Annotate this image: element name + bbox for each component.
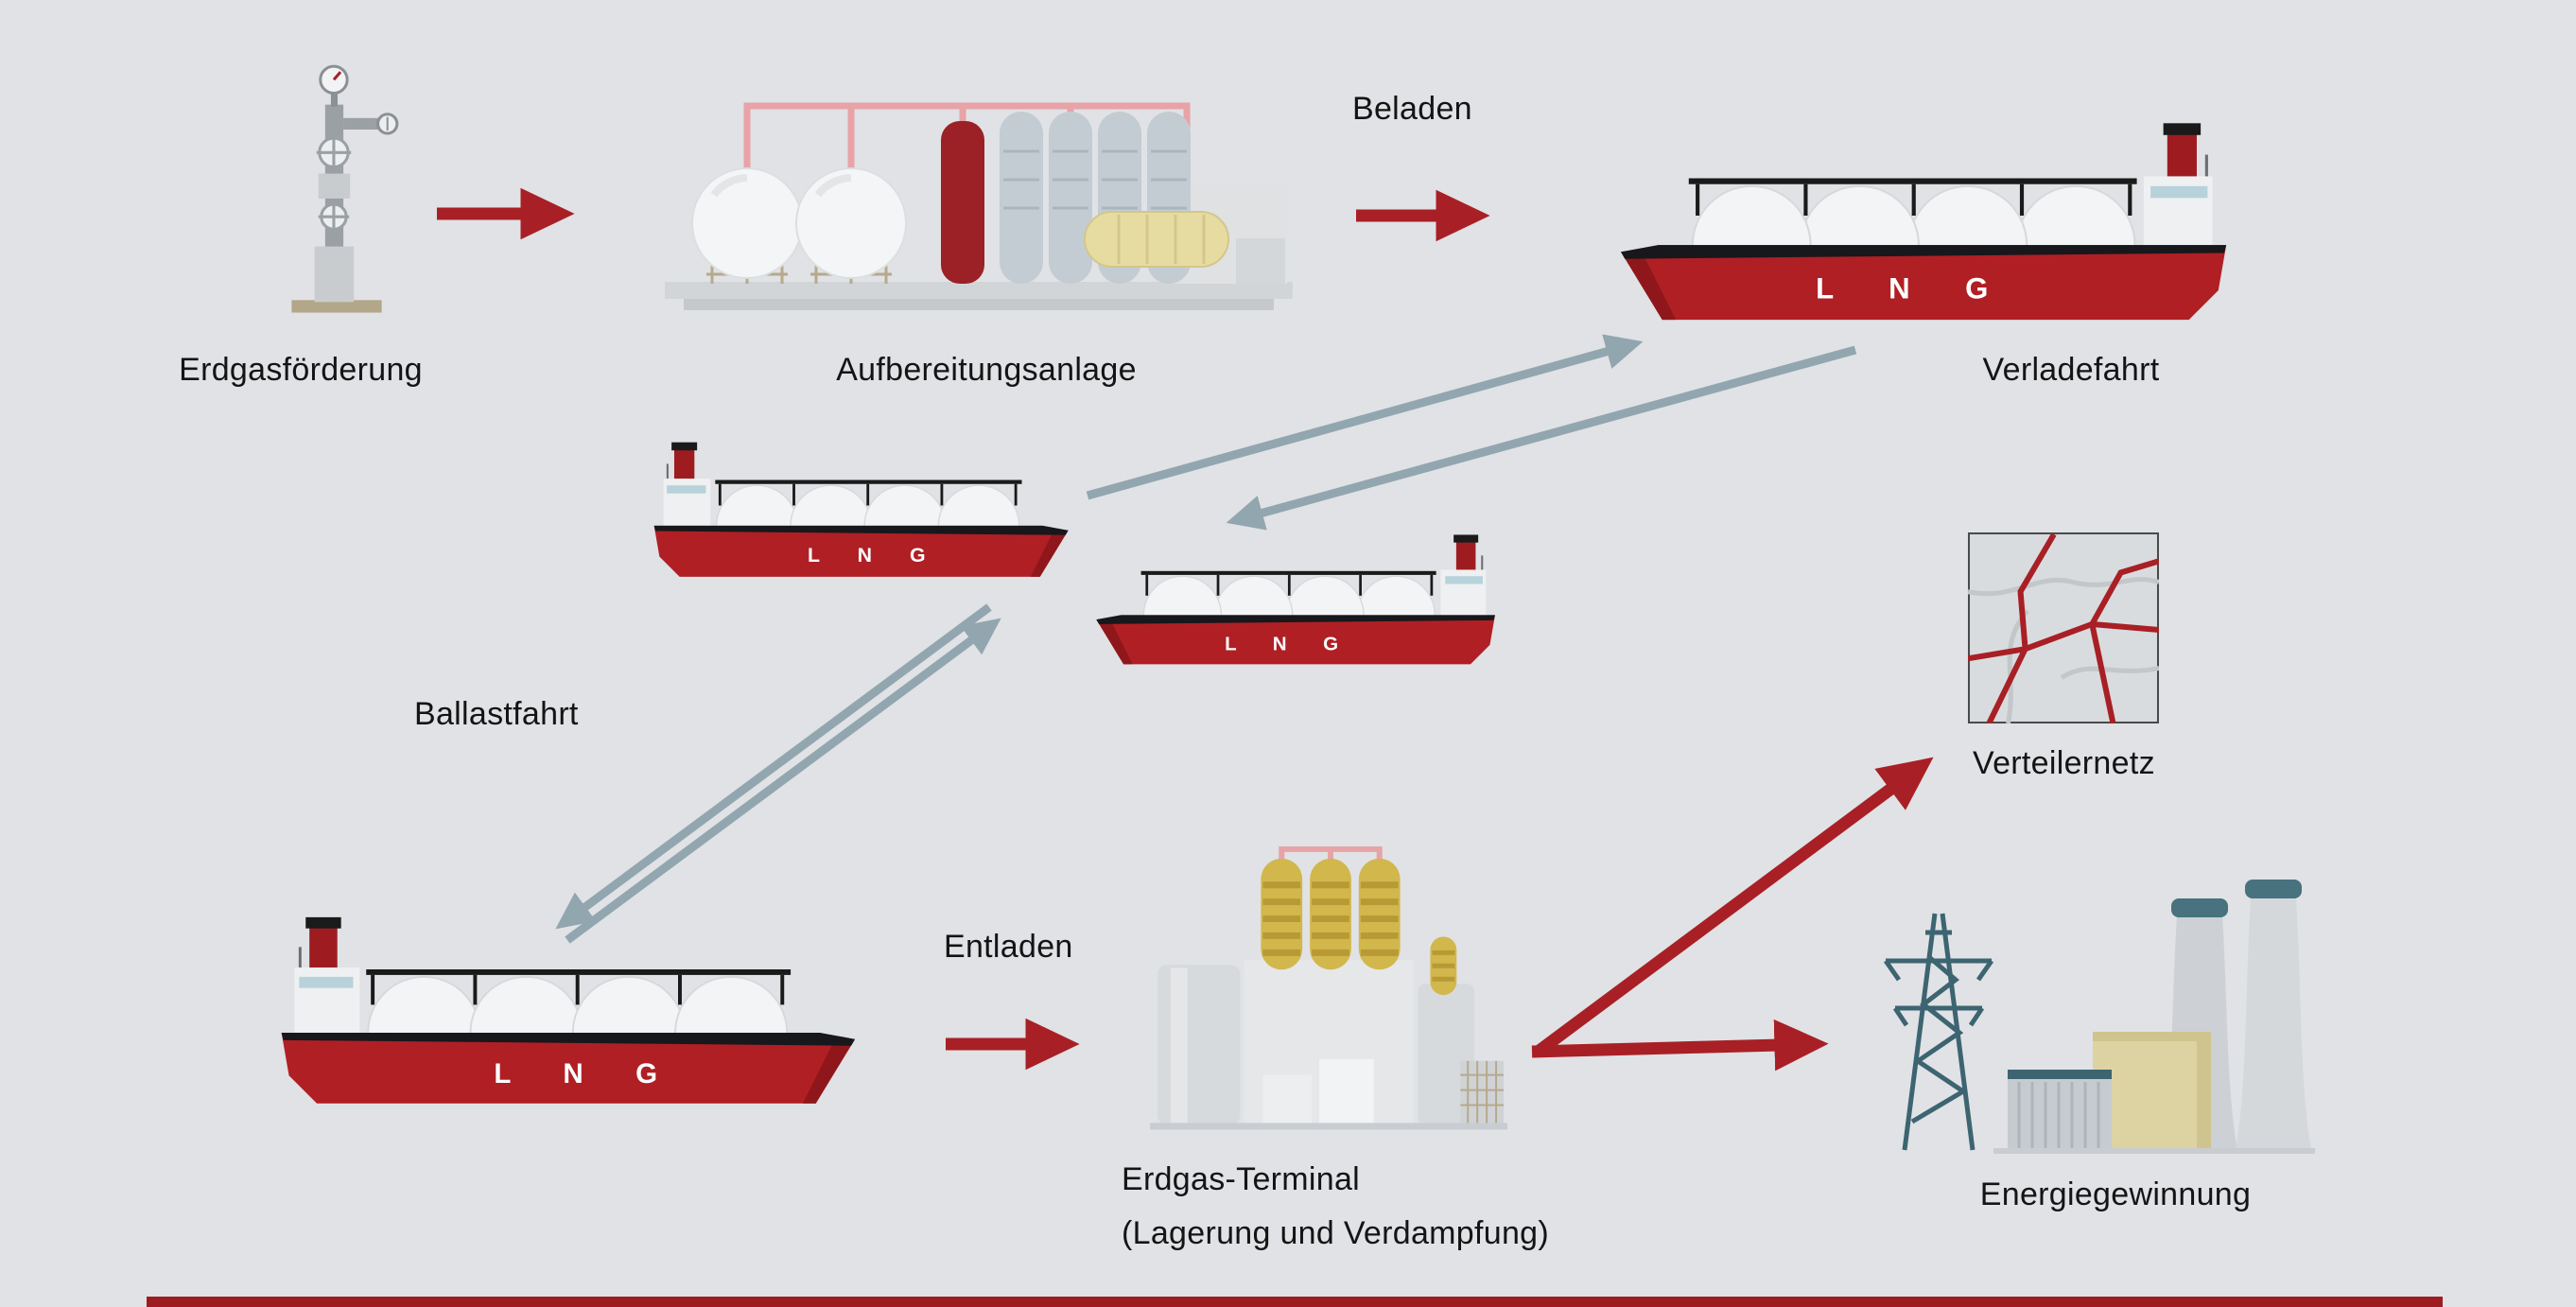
lng-ship-route-left-icon: L N G	[639, 437, 1070, 592]
arrow-terminal-to-energy	[1531, 1019, 1829, 1072]
ship-hull-text: L N G	[1816, 271, 2011, 305]
processing-plant-icon	[657, 72, 1300, 320]
label-loading: Beladen	[1352, 91, 1472, 127]
power-generation-icon	[1880, 866, 2320, 1159]
arrow-route-down-left	[1226, 345, 1857, 531]
arrow-terminal-to-distribution	[1533, 757, 1934, 1058]
label-ballast-voyage: Ballastfahrt	[414, 696, 579, 732]
ship-hull-text: L N G	[808, 544, 942, 566]
lng-ship-arrived-icon: L N G	[261, 910, 857, 1124]
label-terminal-line2: (Lagerung und Verdampfung)	[1122, 1215, 1550, 1251]
label-extraction: Erdgasförderung	[179, 352, 423, 388]
lng-terminal-icon	[1150, 838, 1507, 1153]
label-unloading: Entladen	[944, 929, 1073, 965]
label-terminal-line1: Erdgas-Terminal	[1122, 1161, 1361, 1197]
arrow-ballast-down-left	[555, 603, 992, 930]
label-loaded-voyage: Verladefahrt	[1982, 352, 2160, 388]
arrow-ballast-up-right	[565, 618, 1001, 944]
gas-derrick-icon	[265, 59, 409, 322]
lng-ship-loaded-icon: L N G	[1619, 115, 2248, 341]
lng-ship-route-right-icon: L N G	[1095, 530, 1509, 678]
label-processing: Aufbereitungsanlage	[836, 352, 1137, 388]
ship-hull-text: L N G	[1225, 633, 1353, 654]
label-distribution: Verteilernetz	[1973, 745, 2155, 781]
label-energy: Energiegewinnung	[1979, 1176, 2252, 1212]
footer-accent-bar	[147, 1297, 2443, 1307]
ship-hull-text: L N G	[494, 1058, 679, 1089]
distribution-map-icon	[1968, 532, 2159, 723]
